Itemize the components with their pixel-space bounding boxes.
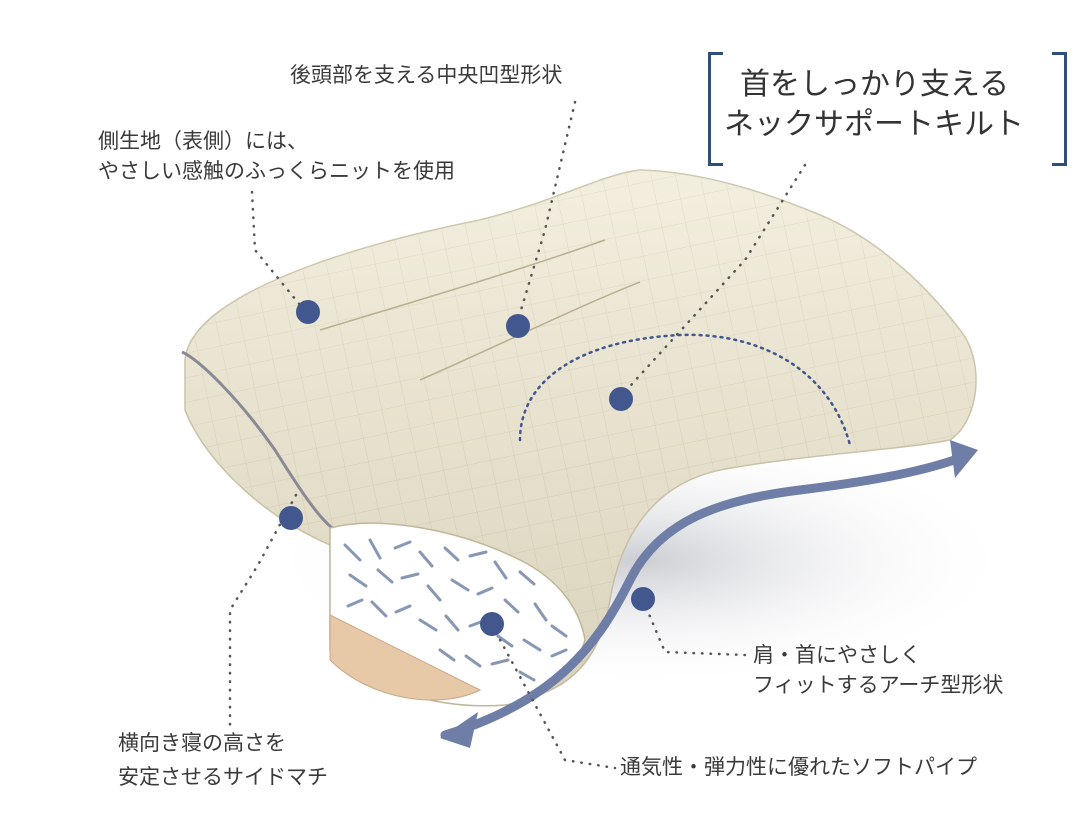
side-gusset-foam [329, 614, 482, 701]
label-shoulder-2: フィットするアーチ型形状 [753, 673, 1004, 697]
headline-bracket-left [708, 52, 723, 166]
label-side-fabric-1: 側生地（表側）には、 [98, 129, 308, 153]
label-shoulder-1: 肩・首にやさしく [753, 643, 921, 667]
label-side-fabric-2: やさしい感触のふっくらニットを使用 [98, 159, 455, 183]
dent-line-upper [319, 239, 606, 331]
marker-neck-quilt [609, 387, 633, 411]
arch-arrow [440, 450, 973, 740]
soft-pipe-filling [343, 538, 568, 682]
side-gusset-seam [181, 350, 336, 532]
label-soft-pipe: 通気性・弾力性に優れたソフトパイプ [620, 755, 977, 779]
leader-lines [228, 100, 807, 770]
marker-side-fabric [296, 300, 320, 324]
label-back-of-head: 後頭部を支える中央凹型形状 [290, 63, 563, 87]
arrow-head-left [440, 712, 478, 748]
dent-line-lower [419, 281, 641, 381]
marker-soft-pipe [480, 612, 504, 636]
headline-line-1: 首をしっかり支える [740, 67, 1010, 102]
label-side-gusset-2: 安定させるサイドマチ [118, 765, 328, 789]
callout-markers [279, 300, 655, 636]
arrow-head-right [950, 440, 978, 478]
headline-line-2: ネックサポートキルト [724, 107, 1024, 142]
marker-back-of-head [506, 314, 530, 338]
marker-arch [631, 587, 655, 611]
marker-side-gusset [279, 506, 303, 530]
label-side-gusset-1: 横向き寝の高さを [118, 731, 286, 755]
headline-bracket-right [1052, 52, 1067, 166]
neck-quilt-outline [518, 333, 852, 447]
